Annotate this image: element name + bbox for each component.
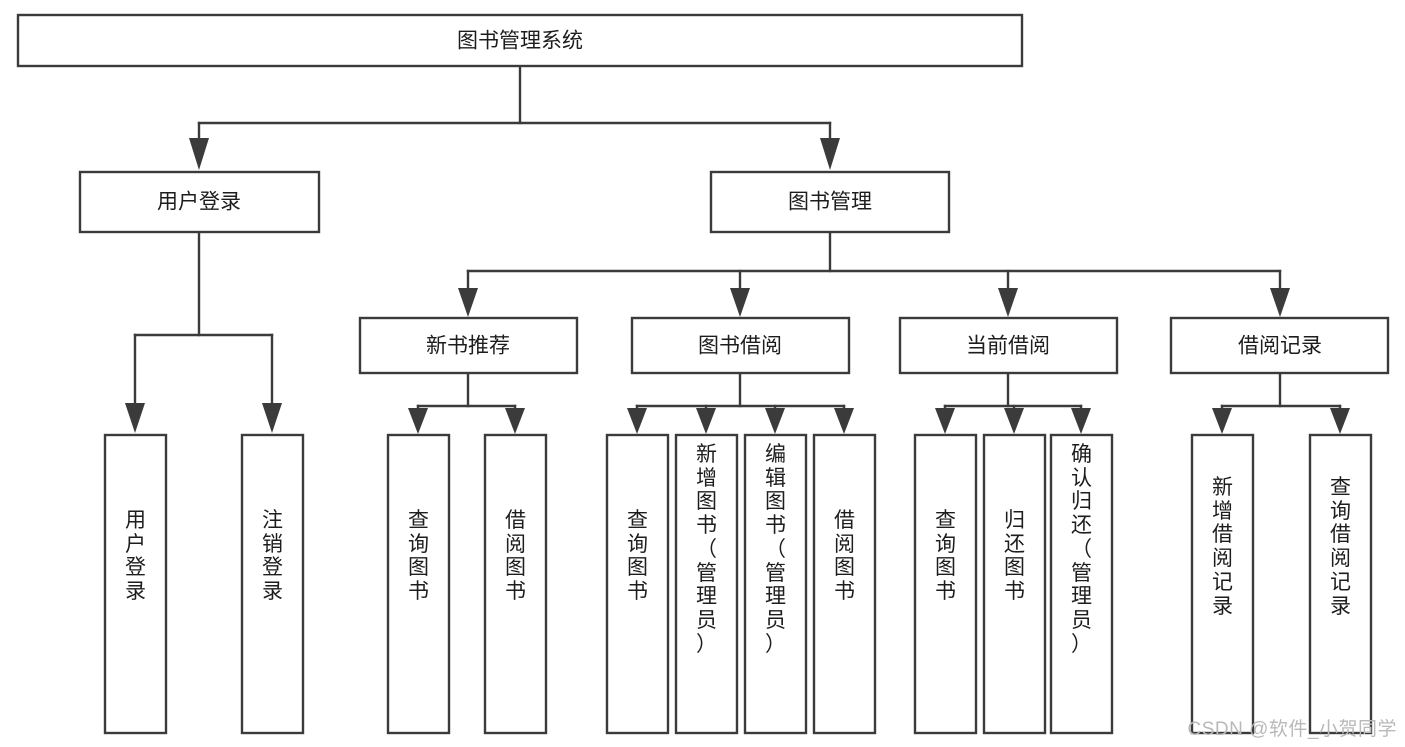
connector-group-book-borrow xyxy=(627,371,854,434)
node-leaf-add-book-box[interactable] xyxy=(674,433,739,735)
node-user-login-label: 用户登录 xyxy=(157,191,241,214)
arrow-head-leaf-query-book-1 xyxy=(408,408,428,434)
arrow-head-borrow-record xyxy=(1270,288,1290,317)
node-leaf-confirm-return-box[interactable] xyxy=(1049,433,1114,735)
arrow-head-leaf-borrow-book-2 xyxy=(834,408,854,434)
node-current-borrow[interactable]: 当前借阅 xyxy=(898,316,1119,375)
node-leaf-borrow-book-1-box[interactable] xyxy=(483,433,548,735)
connector-group-book-management xyxy=(458,230,1290,317)
csdn-watermark: CSDN @软件_小贺同学 xyxy=(1187,719,1397,740)
node-book-management-label: 图书管理 xyxy=(788,191,872,214)
node-book-management[interactable]: 图书管理 xyxy=(709,170,951,234)
arrow-head-leaf-user-login xyxy=(125,403,145,433)
arrow-head-leaf-query-book-2 xyxy=(627,408,647,434)
arrow-head-leaf-logout xyxy=(262,403,282,433)
node-root-box[interactable] xyxy=(16,13,1024,68)
arrow-head-leaf-add-record xyxy=(1212,408,1232,434)
node-leaf-edit-book-box[interactable] xyxy=(743,433,808,735)
arrow-head-leaf-borrow-book-1 xyxy=(505,408,525,434)
node-leaf-query-book-2-box[interactable] xyxy=(605,433,670,735)
node-leaf-query-book-3-box[interactable] xyxy=(913,433,978,735)
node-current-borrow-label: 当前借阅 xyxy=(966,335,1050,358)
node-new-book-recommend-label: 新书推荐 xyxy=(426,335,510,358)
arrow-head-new-book-recommend xyxy=(458,288,478,317)
node-borrow-record[interactable]: 借阅记录 xyxy=(1169,316,1390,375)
connector-group-user-login xyxy=(125,230,282,433)
connector-group-borrow-record xyxy=(1212,371,1350,434)
arrow-head-book-borrow xyxy=(730,288,750,317)
node-borrow-record-label: 借阅记录 xyxy=(1238,335,1322,358)
arrow-head-leaf-confirm-return xyxy=(1071,408,1091,434)
connector-group-current-borrow xyxy=(935,371,1091,434)
arrow-head-user-login xyxy=(189,138,209,170)
node-new-book-recommend[interactable]: 新书推荐 xyxy=(358,316,579,375)
connector-group-root xyxy=(189,64,840,170)
node-root-label: 图书管理系统 xyxy=(457,30,583,53)
node-current-borrow-box[interactable] xyxy=(898,316,1119,375)
node-leaf-query-book-1-box[interactable] xyxy=(386,433,451,735)
connector-group-new-book-recommend xyxy=(408,371,525,434)
node-book-management-box[interactable] xyxy=(709,170,951,234)
node-root[interactable]: 图书管理系统 xyxy=(16,13,1024,68)
node-user-login-box[interactable] xyxy=(78,170,321,234)
arrow-head-leaf-edit-book xyxy=(765,408,785,434)
arrow-head-leaf-add-book xyxy=(696,408,716,434)
node-leaf-query-record-box[interactable] xyxy=(1308,433,1373,735)
arrow-head-book-management xyxy=(820,138,840,170)
node-leaf-logout-box[interactable] xyxy=(240,433,305,735)
node-leaf-borrow-book-2-box[interactable] xyxy=(812,433,877,735)
node-user-login[interactable]: 用户登录 xyxy=(78,170,321,234)
node-leaf-user-login-box[interactable] xyxy=(103,433,168,735)
node-leaf-return-book-box[interactable] xyxy=(982,433,1047,735)
node-book-borrow[interactable]: 图书借阅 xyxy=(630,316,851,375)
node-new-book-recommend-box[interactable] xyxy=(358,316,579,375)
node-book-borrow-box[interactable] xyxy=(630,316,851,375)
arrow-head-leaf-return-book xyxy=(1004,408,1024,434)
node-leaf-add-record-box[interactable] xyxy=(1190,433,1255,735)
arrow-head-current-borrow xyxy=(998,288,1018,317)
node-borrow-record-box[interactable] xyxy=(1169,316,1390,375)
arrow-head-leaf-query-book-3 xyxy=(935,408,955,434)
leaf-boxes xyxy=(103,433,1373,735)
node-book-borrow-label: 图书借阅 xyxy=(698,335,782,358)
arrow-head-leaf-query-record xyxy=(1330,408,1350,434)
